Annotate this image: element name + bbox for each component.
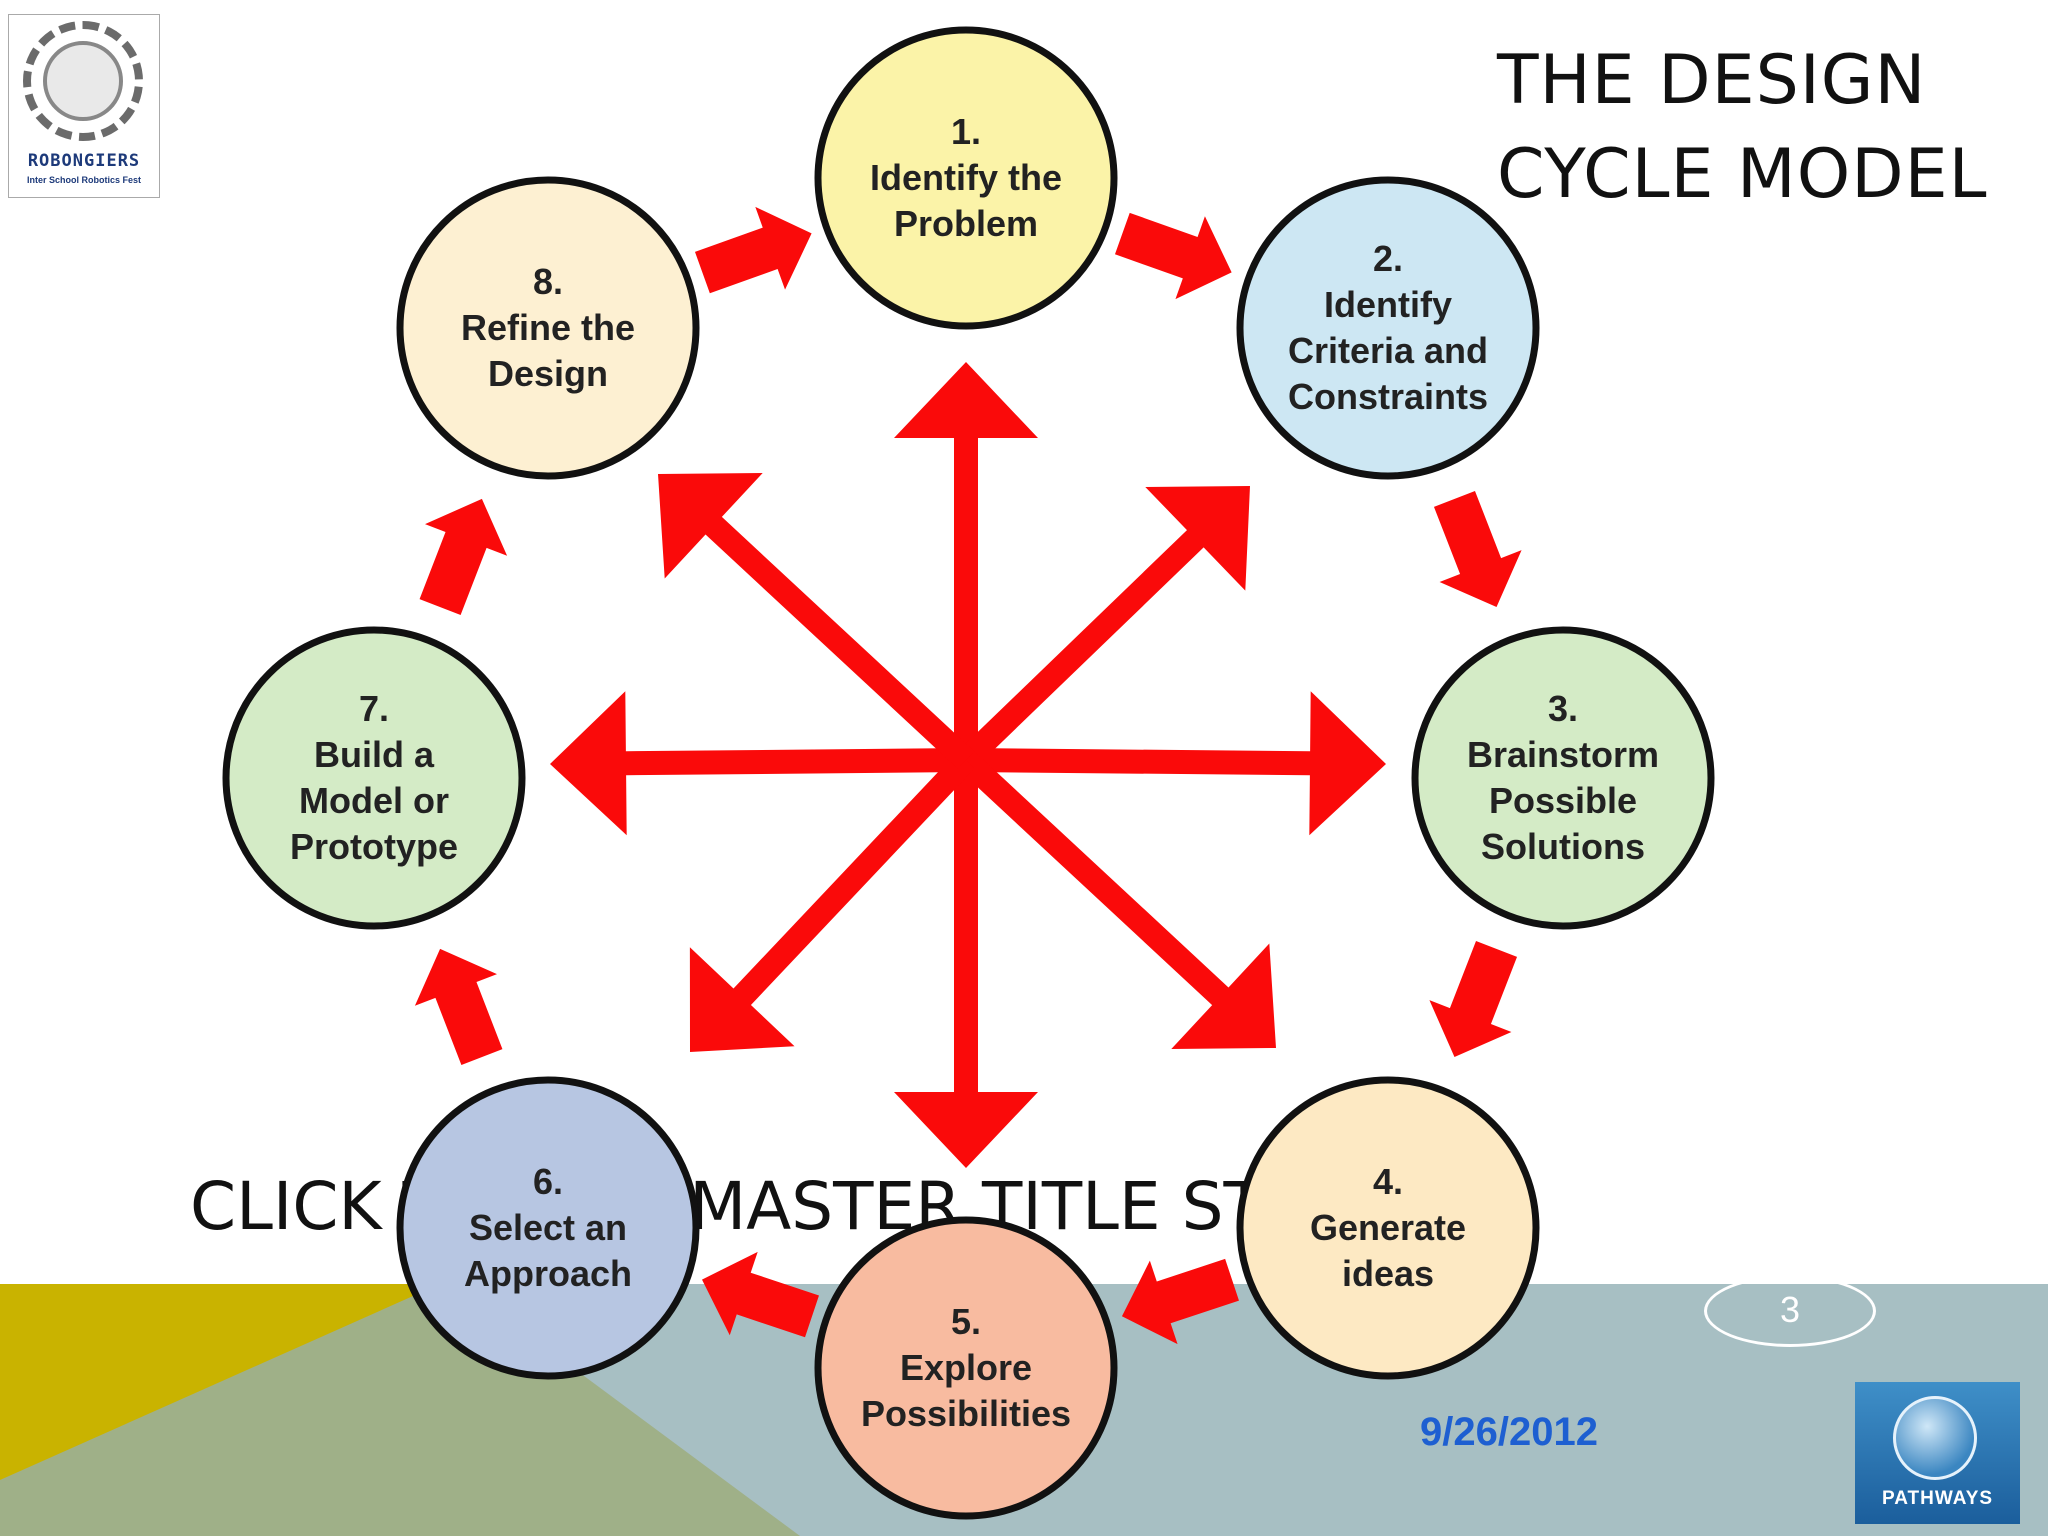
cycle-arrow-3-to-4 [1429, 940, 1518, 1058]
step-7-circle [222, 626, 526, 930]
step-7-number: 7. [358, 688, 390, 729]
center-arrow-8 [658, 472, 975, 769]
step-6-label: 6. Select an Approach [418, 1159, 678, 1297]
step-5-number: 5. [950, 1301, 982, 1342]
cycle-arrow-6-to-7 [414, 948, 503, 1066]
step-8-number: 8. [532, 261, 564, 302]
step-4-label: 4. Generate ideas [1258, 1159, 1518, 1297]
title-line-1: THE DESIGN [1497, 41, 1927, 120]
pathways-wordmark: PATHWAYS [1881, 1488, 1994, 1509]
step-4-number: 4. [1372, 1161, 1404, 1202]
step-2-number: 2. [1372, 238, 1404, 279]
slide-date: 9/26/2012 [1420, 1410, 1598, 1454]
center-arrow-3 [965, 691, 1386, 836]
step-1-number: 1. [950, 111, 982, 152]
cycle-arrow-8-to-1 [694, 206, 812, 294]
page-number-badge: 3 [1704, 1275, 1876, 1347]
step-4-text: Generate ideas [1309, 1207, 1467, 1294]
step-3-number: 3. [1547, 688, 1579, 729]
robongiers-logo: ROBONGIERS Inter School Robotics Fest [8, 14, 160, 198]
robongiers-wordmark: ROBONGIERS [27, 151, 141, 171]
center-arrow-4 [957, 751, 1276, 1050]
pathways-logo: PATHWAYS [1855, 1382, 2020, 1524]
center-arrow-2 [957, 486, 1250, 769]
step-3-text: Brainstorm Possible Solutions [1466, 734, 1660, 867]
step-6-circle [396, 1076, 700, 1380]
step-2-circle [1236, 176, 1540, 480]
step-3-label: 3. Brainstorm Possible Solutions [1433, 686, 1693, 870]
step-7-text: Build a Model or Prototype [289, 734, 458, 867]
cycle-arrow-2-to-3 [1433, 490, 1522, 608]
cycle-arrow-1-to-2 [1114, 212, 1232, 300]
center-arrow-7 [550, 691, 967, 836]
cycle-arrow-5-to-6 [702, 1251, 819, 1338]
step-6-text: Select an Approach [463, 1207, 632, 1294]
step-1-text: Identify the Problem [869, 157, 1062, 244]
step-1-label: 1. Identify the Problem [836, 109, 1096, 247]
globe-icon [1893, 1396, 1977, 1480]
center-arrow-1 [894, 362, 1038, 760]
step-5-text: Explore Possibilities [860, 1347, 1072, 1434]
master-title-placeholder[interactable]: CLICK TO EDIT MASTER TITLE STYLE [190, 1168, 1383, 1245]
slide-title[interactable]: THE DESIGN CYCLE MODEL [1497, 34, 1987, 222]
step-8-circle [396, 176, 700, 480]
step-8-text: Refine the Design [460, 307, 636, 394]
step-1-circle [814, 26, 1118, 330]
step-2-text: Identify Criteria and Constraints [1287, 284, 1489, 417]
gear-icon [23, 21, 143, 141]
robongiers-subtitle: Inter School Robotics Fest [26, 175, 141, 185]
step-4-circle [1236, 1076, 1540, 1380]
step-7-label: 7. Build a Model or Prototype [244, 686, 504, 870]
center-arrow-5 [894, 760, 1038, 1168]
step-8-label: 8. Refine the Design [418, 259, 678, 397]
step-3-circle [1411, 626, 1715, 930]
step-2-label: 2. Identify Criteria and Constraints [1258, 236, 1518, 420]
band-olive [0, 1284, 440, 1480]
step-5-label: 5. Explore Possibilities [836, 1299, 1096, 1437]
step-5-circle [814, 1216, 1118, 1520]
robot-emblem-icon [43, 41, 123, 121]
step-6-number: 6. [532, 1161, 564, 1202]
cycle-arrow-4-to-5 [1121, 1258, 1239, 1345]
title-line-2: CYCLE MODEL [1497, 135, 1988, 214]
cycle-arrow-7-to-8 [419, 498, 508, 616]
center-arrow-6 [689, 751, 975, 1052]
